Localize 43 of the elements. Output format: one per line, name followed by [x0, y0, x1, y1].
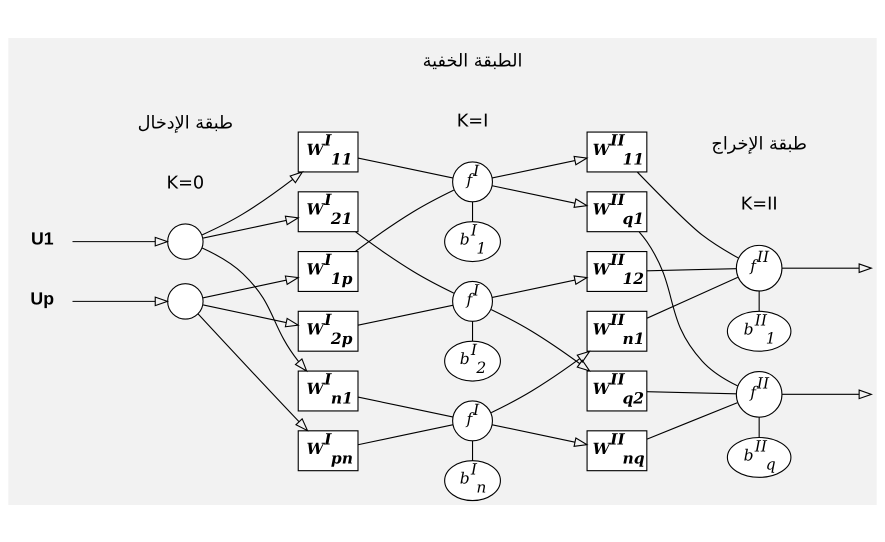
node-text: U1: [30, 228, 54, 248]
connector: [758, 416, 760, 437]
label: K=0: [166, 172, 204, 193]
label: K=I: [456, 110, 488, 131]
connector: [647, 268, 736, 271]
connector: [472, 202, 474, 222]
label: الطبقة الخفية: [422, 51, 522, 72]
connector: [647, 390, 736, 394]
node-text: Up: [30, 288, 54, 308]
arrow: [492, 184, 589, 208]
connector: [358, 424, 453, 445]
connector: [358, 396, 453, 417]
arrow: [492, 155, 589, 178]
arrow: [72, 296, 170, 306]
connector: [355, 230, 454, 294]
arrow: [203, 274, 300, 298]
connector: [646, 402, 738, 440]
node-circle: [167, 222, 204, 260]
arrow: [491, 350, 591, 413]
label: K=II: [740, 194, 778, 214]
connector: [358, 304, 453, 326]
arrow: [782, 262, 873, 273]
arrow: [198, 313, 309, 432]
connector: [636, 171, 738, 258]
connector: [646, 276, 738, 318]
connector: [758, 290, 760, 311]
arrow: [203, 215, 300, 238]
arrow: [203, 304, 300, 327]
label: طبقة الإدخال: [138, 113, 234, 134]
connector: [472, 321, 474, 341]
arrow: [492, 424, 589, 446]
connector: [472, 440, 474, 460]
arrow: [782, 388, 873, 399]
arrow: [491, 308, 591, 372]
label: طبقة الإخراج: [711, 134, 807, 154]
connector: [638, 231, 738, 386]
node-circle: [167, 282, 204, 320]
arrow: [202, 170, 304, 235]
connector: [355, 189, 454, 252]
arrow: [202, 247, 308, 372]
arrow: [72, 236, 170, 246]
arrow: [492, 274, 589, 298]
connector: [358, 156, 453, 178]
